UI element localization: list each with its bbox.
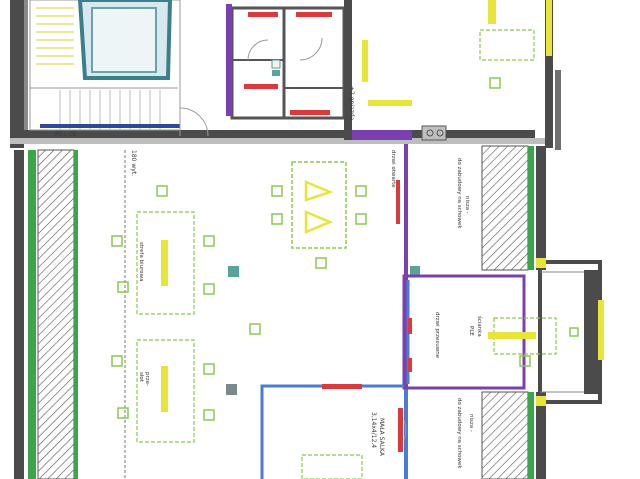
bay-window xyxy=(536,258,604,406)
note-sockets: +2 gniazda xyxy=(348,86,355,121)
door-label-sliding: drzwi przesuwne xyxy=(434,312,440,359)
glass-label-2: PLE xyxy=(468,326,474,336)
stair-shaft xyxy=(29,0,181,131)
room-small-title: MAŁA SALKA xyxy=(378,418,385,457)
glass-room xyxy=(402,274,579,390)
column-a xyxy=(228,266,239,277)
glass-label: ścianka xyxy=(476,316,483,337)
desk-label-a: strefa biurowa xyxy=(138,242,144,281)
desk-label-b2: słot xyxy=(138,372,144,383)
small-meeting-room xyxy=(260,384,407,479)
niche-bottom-1: nisza - xyxy=(468,414,474,432)
dim-label: 180 wyt. xyxy=(130,150,137,176)
meeting-table xyxy=(271,161,367,269)
desk-group-b xyxy=(111,339,215,443)
door-swing-a xyxy=(179,107,209,137)
column-b xyxy=(226,384,237,395)
tag-top-left: RE1-02 xyxy=(55,131,77,138)
niche-top-2: do zabudowy na schowek xyxy=(456,158,462,229)
left-facade xyxy=(14,149,78,479)
niche-top-1: nisza - xyxy=(464,196,470,214)
top-right-room xyxy=(344,0,552,141)
partition-purple xyxy=(404,144,408,388)
right-facade xyxy=(481,145,546,479)
niche-bottom-2: do zabudowy na schowek xyxy=(456,398,462,469)
room-small-area: 3,14x4/12,4 xyxy=(370,412,377,448)
door-label-open: drzwi otwarte xyxy=(390,150,396,188)
partition-door-top xyxy=(396,180,400,224)
top-walls xyxy=(10,0,561,150)
desk-label-b1: prze- xyxy=(144,372,150,386)
desk-group-a xyxy=(111,185,215,315)
